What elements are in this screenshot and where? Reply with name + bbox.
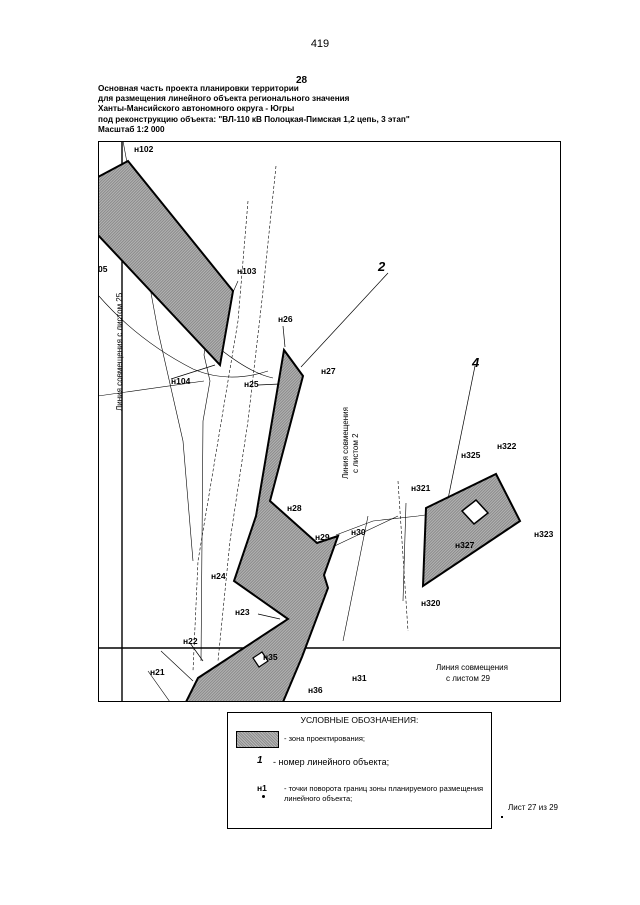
label-n23: н23 bbox=[235, 607, 250, 617]
label-n22: н22 bbox=[183, 636, 198, 646]
title-line-3: Ханты-Мансийского автономного округа - Ю… bbox=[98, 104, 295, 114]
planning-zone-east bbox=[421, 472, 522, 588]
title-line-1: Основная часть проекта планировки террит… bbox=[98, 84, 299, 93]
line-o bbox=[147, 670, 171, 702]
label-n35: н35 bbox=[263, 652, 278, 662]
label-n325: н325 bbox=[461, 450, 481, 460]
point-labels: н102 н103 05 н104 н26 н27 н25 н28 н29 н3… bbox=[98, 144, 554, 695]
legend-zone-text: - зона проектирования; bbox=[284, 734, 365, 743]
label-n29: н29 bbox=[315, 532, 330, 542]
leader-obj2 bbox=[300, 272, 389, 368]
map-canvas: н102 н103 05 н104 н26 н27 н25 н28 н29 н3… bbox=[98, 141, 561, 702]
map-frame bbox=[98, 141, 561, 702]
leader-obj4 bbox=[446, 365, 476, 505]
leader-n25 bbox=[257, 383, 281, 386]
label-n21: н21 bbox=[150, 667, 165, 677]
leader-n104 bbox=[170, 364, 216, 380]
title-line-4: под реконструкцию объекта: "ВЛ-110 кВ По… bbox=[98, 114, 410, 124]
sheet-number: 28 bbox=[296, 75, 308, 86]
label-n30: н30 bbox=[351, 527, 366, 537]
line-l bbox=[402, 502, 407, 602]
line-b bbox=[98, 294, 269, 378]
label-n26: н26 bbox=[278, 314, 293, 324]
footer-dot bbox=[501, 816, 503, 818]
legend-number-symbol: 1 bbox=[257, 755, 263, 766]
planning-map: н102 н103 05 н104 н26 н27 н25 н28 н29 н3… bbox=[98, 141, 561, 702]
match-label-sheet2: Линия совмещения с листом 2 bbox=[341, 407, 360, 479]
legend-point-text: - точки поворота границ зоны планируемог… bbox=[284, 784, 484, 803]
page-number: 419 bbox=[310, 38, 330, 50]
planning-zone-main bbox=[184, 347, 340, 702]
label-n327: н327 bbox=[455, 540, 475, 550]
leader-n26 bbox=[282, 325, 286, 348]
excluded-area-n325 bbox=[460, 498, 490, 526]
line-f bbox=[200, 325, 211, 662]
leader-lines bbox=[170, 272, 476, 662]
legend-title: УСЛОВНЫЕ ОБОЗНАЧЕНИЯ: bbox=[300, 715, 419, 725]
excluded-area-n35 bbox=[252, 651, 269, 668]
leader-n22 bbox=[189, 642, 204, 662]
label-n24: н24 bbox=[211, 571, 226, 581]
match-label-sheet29-line2: с листом 29 bbox=[446, 674, 491, 683]
label-n323: н323 bbox=[534, 529, 554, 539]
object-number-2: 2 bbox=[377, 259, 386, 274]
line-d bbox=[192, 200, 249, 672]
background-lines bbox=[98, 141, 469, 702]
match-label-sheet2-line2: с листом 2 bbox=[351, 433, 360, 473]
line-a bbox=[98, 380, 205, 397]
match-label-sheet25: Линия совмещения с листом 25 bbox=[115, 292, 124, 411]
legend-number-text: - номер линейного объекта; bbox=[273, 757, 390, 767]
label-n103: н103 bbox=[237, 266, 257, 276]
legend-zone-swatch bbox=[236, 731, 279, 748]
legend-point-dot-icon bbox=[262, 795, 265, 798]
line-e bbox=[217, 165, 277, 662]
sheet-of-label: Лист 27 из 29 bbox=[508, 803, 558, 812]
label-n104: н104 bbox=[171, 376, 191, 386]
label-n31: н31 bbox=[352, 673, 367, 683]
object-number-4: 4 bbox=[471, 355, 480, 370]
title-block: Основная часть проекта планировки террит… bbox=[98, 84, 410, 135]
label-n05: 05 bbox=[98, 264, 108, 274]
line-j bbox=[323, 515, 399, 552]
scale-label: Масштаб 1:2 000 bbox=[98, 124, 165, 134]
label-n320: н320 bbox=[421, 598, 441, 608]
line-k bbox=[397, 480, 409, 632]
label-n25: н25 bbox=[244, 379, 259, 389]
match-label-sheet2-line1: Линия совмещения bbox=[341, 407, 350, 479]
line-m bbox=[342, 515, 369, 642]
label-n322: н322 bbox=[497, 441, 517, 451]
label-n27: н27 bbox=[321, 366, 336, 376]
line-n bbox=[160, 650, 194, 682]
legend-point-symbol: н1 bbox=[257, 783, 267, 793]
planning-zone-north bbox=[98, 159, 235, 368]
leader-n23 bbox=[257, 613, 281, 620]
match-label-sheet29-line1: Линия совмещения bbox=[436, 663, 508, 672]
legend: УСЛОВНЫЕ ОБОЗНАЧЕНИЯ: - зона проектирова… bbox=[227, 712, 492, 829]
label-n102: н102 bbox=[134, 144, 154, 154]
label-n36: н36 bbox=[308, 685, 323, 695]
label-n28: н28 bbox=[287, 503, 302, 513]
label-n321: н321 bbox=[411, 483, 431, 493]
title-line-2: для размещения линейного объекта региона… bbox=[98, 94, 350, 104]
